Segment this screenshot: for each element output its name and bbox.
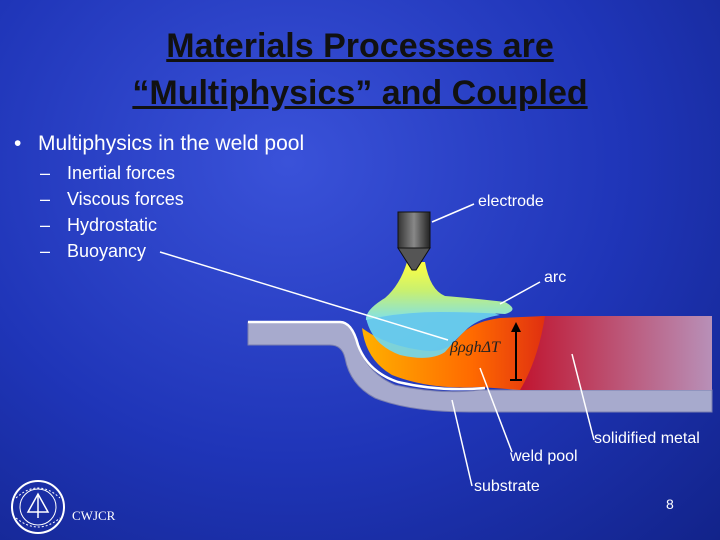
footer-org: CWJCR: [72, 508, 115, 524]
cwjcr-seal-logo: [8, 478, 68, 536]
formula-label: βρghΔT: [450, 339, 500, 357]
substrate-label: substrate: [474, 478, 540, 496]
solidified-metal-label: solidified metal: [594, 430, 700, 448]
arc-label: arc: [544, 269, 566, 287]
substrate-pointer: [452, 400, 472, 486]
electrode-label: electrode: [478, 193, 544, 211]
arc-plume: [366, 262, 513, 320]
page-number: 8: [666, 496, 674, 512]
arc-pointer: [500, 282, 540, 304]
electrode-pointer: [432, 204, 474, 222]
weld-pool-label: weld pool: [510, 448, 578, 466]
solidified-metal-shape: [520, 316, 712, 390]
electrode-body: [398, 212, 430, 248]
